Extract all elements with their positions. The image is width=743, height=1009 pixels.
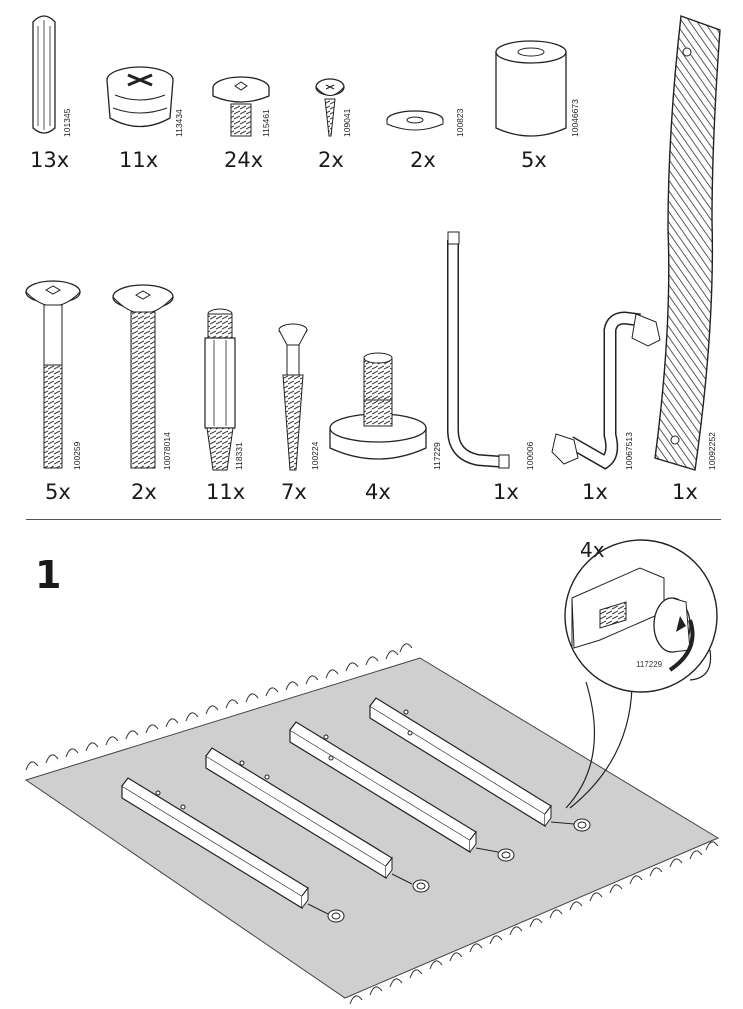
rail-2 bbox=[205, 747, 430, 893]
part-qty-crank-wrench: 1x bbox=[582, 480, 608, 504]
part-qty-allen-key: 1x bbox=[493, 480, 519, 504]
part-number-dowel: 101345 bbox=[62, 108, 72, 137]
short-bolt-icon bbox=[212, 76, 270, 137]
part-qty-long-screw: 2x bbox=[131, 480, 157, 504]
rail-4 bbox=[369, 697, 591, 832]
long-bolt-icon bbox=[25, 280, 81, 469]
rail-3 bbox=[289, 721, 515, 862]
part-number-long-screw: 10078014 bbox=[162, 432, 172, 470]
allen-key-icon bbox=[447, 231, 510, 469]
step-number: 1 bbox=[35, 553, 62, 597]
cam-dowel-icon bbox=[204, 308, 236, 471]
dowel-icon bbox=[32, 15, 56, 134]
part-qty-washer: 2x bbox=[410, 148, 436, 172]
part-qty-short-bolt: 24x bbox=[224, 148, 264, 172]
section-divider bbox=[26, 519, 721, 520]
callout-quantity: 4x bbox=[580, 538, 605, 562]
part-qty-spacer: 5x bbox=[521, 148, 547, 172]
part-number-adjustable-foot: 117229 bbox=[432, 442, 442, 470]
callout-part-number: 117229 bbox=[636, 660, 663, 669]
detail-callout bbox=[564, 539, 718, 809]
part-qty-long-bolt: 5x bbox=[45, 480, 71, 504]
part-number-short-bolt: 115461 bbox=[261, 109, 271, 137]
long-screw-icon bbox=[112, 284, 174, 469]
part-number-slat-strap: 10092252 bbox=[707, 432, 717, 470]
part-qty-cam-dowel: 11x bbox=[206, 480, 246, 504]
part-qty-cam-lock: 11x bbox=[119, 148, 159, 172]
part-qty-adjustable-foot: 4x bbox=[365, 480, 391, 504]
part-number-wood-screw: 100224 bbox=[310, 441, 320, 470]
adjustable-foot-icon bbox=[329, 352, 427, 460]
part-number-crank-wrench: 10067513 bbox=[624, 432, 634, 470]
spacer-icon bbox=[495, 40, 567, 137]
part-qty-small-screw: 2x bbox=[318, 148, 344, 172]
rail-1 bbox=[121, 777, 345, 923]
rug-illustration bbox=[24, 643, 720, 1005]
part-qty-dowel: 13x bbox=[30, 148, 70, 172]
wood-screw-icon bbox=[278, 323, 308, 471]
part-number-small-screw: 109041 bbox=[342, 108, 352, 137]
part-number-cam-lock: 113434 bbox=[174, 109, 184, 137]
part-number-spacer: 10046673 bbox=[570, 99, 580, 137]
cam-lock-icon bbox=[106, 66, 174, 128]
washer-icon bbox=[386, 110, 444, 131]
crank-wrench-icon bbox=[551, 311, 661, 470]
part-qty-wood-screw: 7x bbox=[281, 480, 307, 504]
small-screw-icon bbox=[315, 78, 345, 137]
part-qty-slat-strap: 1x bbox=[672, 480, 698, 504]
part-number-washer: 100823 bbox=[455, 108, 465, 137]
part-number-allen-key: 100006 bbox=[525, 441, 535, 470]
part-number-long-bolt: 100259 bbox=[72, 441, 82, 470]
slat-strap-icon bbox=[654, 15, 721, 471]
part-number-cam-dowel: 118331 bbox=[234, 442, 244, 470]
